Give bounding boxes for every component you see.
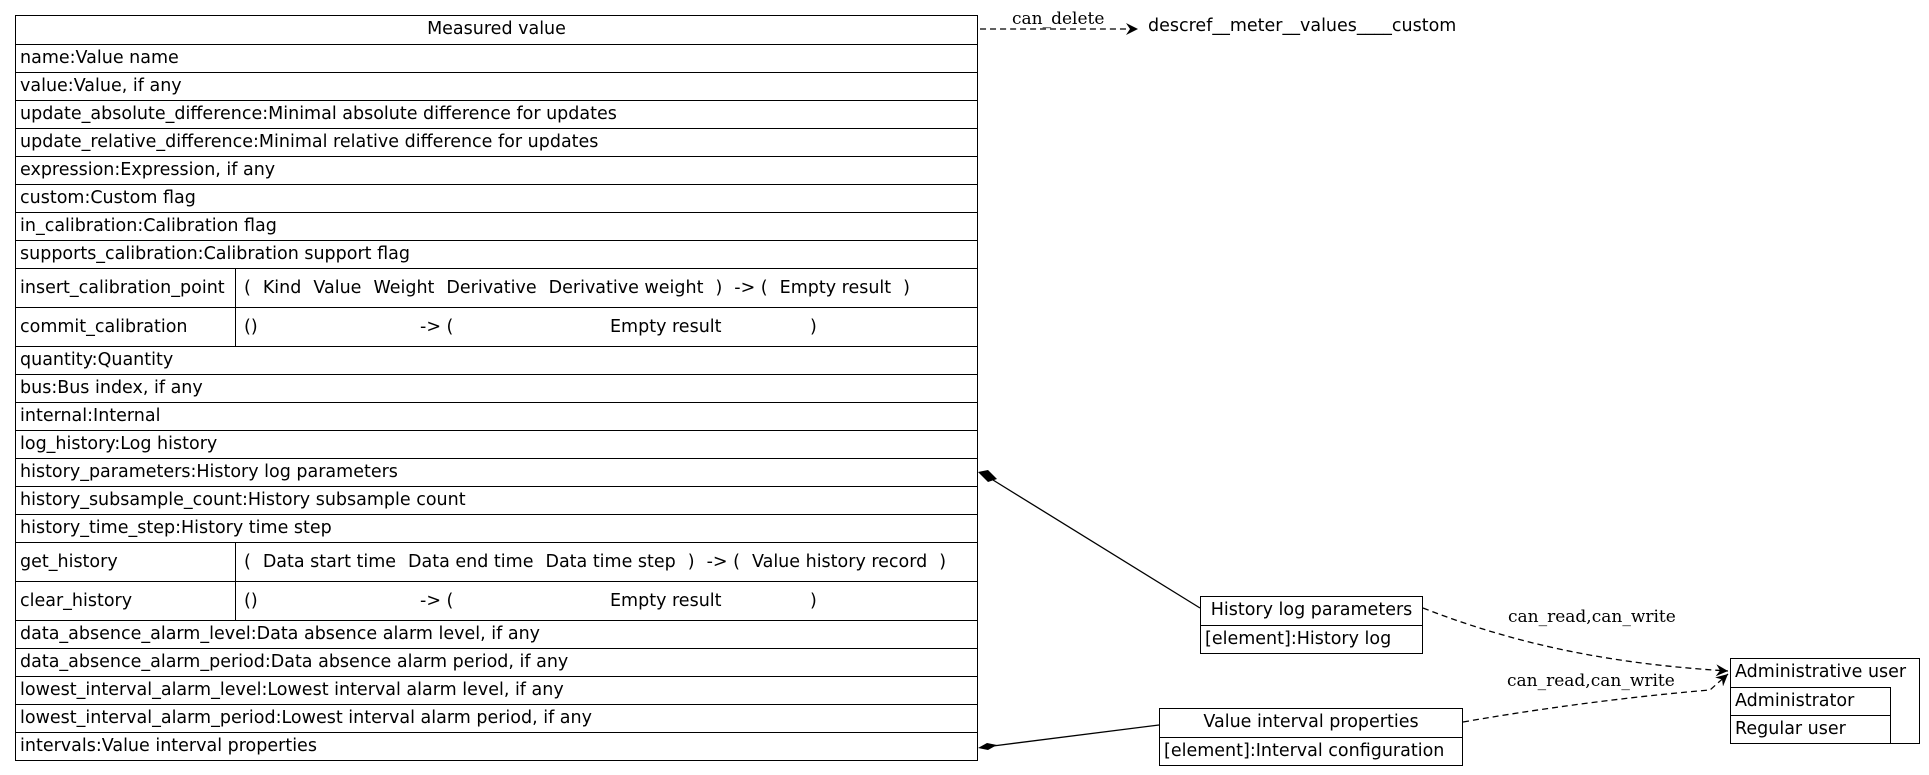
method-signature: () -> ( Empty result ) xyxy=(236,582,977,620)
sig-token: ( xyxy=(244,552,251,572)
edge-label-can-delete: can_delete xyxy=(1012,9,1104,29)
sig-token: () xyxy=(244,591,258,611)
field-row: quantity:Quantity xyxy=(16,346,977,374)
field-row: Administrator xyxy=(1731,687,1891,715)
field-row: expression:Expression, if any xyxy=(16,156,977,184)
method-signature: ( Kind Value Weight Derivative Derivativ… xyxy=(236,269,977,307)
method-signature: ( Data start time Data end time Data tim… xyxy=(236,543,977,581)
entity-title: Value interval properties xyxy=(1203,712,1419,732)
field-row: update_relative_difference:Minimal relat… xyxy=(16,128,977,156)
field-row: history_subsample_count:History subsampl… xyxy=(16,486,977,514)
method-name: clear_history xyxy=(16,582,236,620)
field-row: [element]:History log xyxy=(1201,625,1422,653)
sig-token: -> ( xyxy=(706,552,740,572)
descref-node: descref__meter__values____custom xyxy=(1148,16,1457,36)
sig-token: ( xyxy=(244,278,251,298)
field-row: supports_calibration:Calibration support… xyxy=(16,240,977,268)
method-name: insert_calibration_point xyxy=(16,269,236,307)
method-name: commit_calibration xyxy=(16,308,236,346)
composition-diamond-interval xyxy=(978,743,997,750)
field-row: data_absence_alarm_period:Data absence a… xyxy=(16,648,977,676)
sig-token: Value history record xyxy=(751,552,928,572)
entity-title: Measured value xyxy=(427,19,566,39)
field-row: custom:Custom flag xyxy=(16,184,977,212)
field-row: lowest_interval_alarm_period:Lowest inte… xyxy=(16,704,977,732)
method-signature: () -> ( Empty result ) xyxy=(236,308,977,346)
method-commit-calibration: commit_calibration () -> ( Empty result … xyxy=(16,307,977,346)
edge-label-interval-to-users: can_read,can_write xyxy=(1507,671,1675,691)
sig-token: -> ( xyxy=(420,591,454,611)
field-row: data_absence_alarm_level:Data absence al… xyxy=(16,620,977,648)
sig-token: Data time step xyxy=(545,552,676,572)
sig-token: Data end time xyxy=(408,552,534,572)
sig-token: ) xyxy=(810,591,817,611)
entity-title: History log parameters xyxy=(1210,600,1413,620)
sig-token: Empty result xyxy=(610,317,722,337)
sig-token: ) xyxy=(939,552,947,572)
sig-token: ) xyxy=(715,278,723,298)
field-row: bus:Bus index, if any xyxy=(16,374,977,402)
sig-token: Kind xyxy=(262,278,302,298)
sig-token: Data start time xyxy=(262,552,397,572)
sig-token: Derivative weight xyxy=(548,278,704,298)
measured-value-entity: Measured value name:Value name value:Val… xyxy=(15,15,978,761)
sig-token: Value xyxy=(313,278,362,298)
sig-token: ) xyxy=(903,278,910,298)
field-row: history_time_step:History time step xyxy=(16,514,977,542)
field-row: internal:Internal xyxy=(16,402,977,430)
method-clear-history: clear_history () -> ( Empty result ) xyxy=(16,581,977,620)
composition-diamond-history xyxy=(978,470,997,482)
sig-token: -> ( xyxy=(420,317,454,337)
sig-token: ) xyxy=(687,552,695,572)
field-row: value:Value, if any xyxy=(16,72,977,100)
edge-history-composition xyxy=(992,479,1201,609)
sig-token: -> ( xyxy=(734,278,768,298)
sig-token: Weight xyxy=(373,278,435,298)
field-row: [element]:Interval configuration xyxy=(1160,737,1462,765)
field-row: name:Value name xyxy=(16,44,977,72)
sig-token: ) xyxy=(810,317,817,337)
sig-token: Empty result xyxy=(779,278,892,298)
field-row: Regular user xyxy=(1731,715,1891,743)
field-row: log_history:Log history xyxy=(16,430,977,458)
field-row: update_absolute_difference:Minimal absol… xyxy=(16,100,977,128)
sig-token: Empty result xyxy=(610,591,722,611)
edge-interval-composition xyxy=(992,724,1160,747)
field-row: in_calibration:Calibration flag xyxy=(16,212,977,240)
value-interval-properties-entity: Value interval properties [element]:Inte… xyxy=(1159,708,1463,766)
sig-token: Derivative xyxy=(446,278,537,298)
edge-interval-to-users xyxy=(1462,673,1729,723)
edge-label-history-to-users: can_read,can_write xyxy=(1508,607,1676,627)
method-get-history: get_history ( Data start time Data end t… xyxy=(16,542,977,581)
field-row: lowest_interval_alarm_level:Lowest inter… xyxy=(16,676,977,704)
history-log-parameters-entity: History log parameters [element]:History… xyxy=(1200,596,1423,654)
field-row: history_parameters:History log parameter… xyxy=(16,458,977,486)
sig-token: () xyxy=(244,317,258,337)
field-row: intervals:Value interval properties xyxy=(16,732,977,760)
users-entity: Administrative user Administrator Regula… xyxy=(1730,658,1920,744)
edge-history-to-users xyxy=(1422,607,1729,677)
method-insert-calibration-point: insert_calibration_point ( Kind Value We… xyxy=(16,268,977,307)
method-name: get_history xyxy=(16,543,236,581)
field-row: Administrative user xyxy=(1735,662,1907,682)
